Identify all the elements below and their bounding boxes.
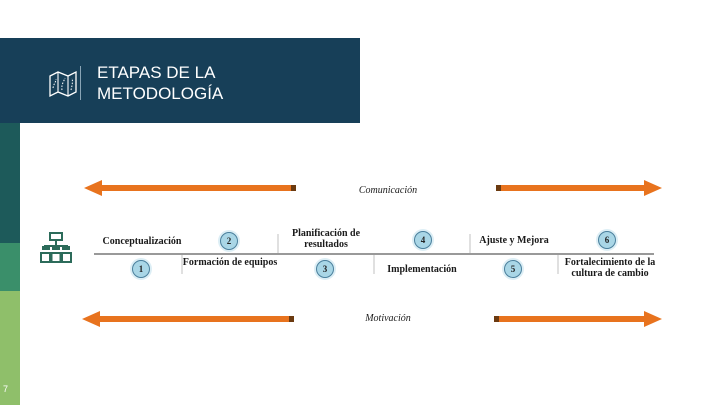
stage-label-implementacion: Implementación	[387, 264, 457, 275]
slide-title: ETAPAS DE LA METODOLOGÍA	[97, 62, 223, 104]
stage-label-ajuste: Ajuste y Mejora	[479, 235, 549, 246]
stage-circle-1: 1	[132, 260, 150, 278]
methodology-diagram: Comunicación Motivación Conceptualizació…	[78, 178, 668, 328]
stage-label-conceptualizacion: Conceptualización	[102, 236, 182, 247]
bottom-right-arrow-cap	[494, 316, 499, 322]
slide-title-line1: ETAPAS DE LA	[97, 63, 216, 82]
top-right-arrow-cap	[496, 185, 501, 191]
page-number: 7	[3, 384, 9, 394]
diagram-lines	[82, 180, 662, 327]
bottom-right-arrow	[494, 311, 662, 327]
slide-title-line2: METODOLOGÍA	[97, 84, 224, 103]
side-strip-lightgreen	[0, 291, 20, 405]
stage-circle-3: 3	[316, 260, 334, 278]
bottom-left-arrow	[82, 311, 294, 327]
side-strip-green	[0, 243, 20, 291]
stage-circle-6: 6	[598, 231, 616, 249]
top-left-arrow-cap	[291, 185, 296, 191]
band-label-communication: Comunicación	[358, 185, 418, 196]
title-banner: ETAPAS DE LA METODOLOGÍA	[20, 38, 360, 123]
side-strip-teal	[0, 123, 20, 243]
top-right-arrow	[496, 180, 662, 196]
side-strip-navy	[0, 38, 20, 123]
header-divider	[80, 66, 81, 100]
top-left-arrow	[84, 180, 296, 196]
stage-label-formacion: Formación de equipos	[182, 257, 278, 268]
band-label-motivation: Motivación	[365, 313, 411, 324]
org-chart-icon	[40, 232, 72, 263]
stage-circle-2: 2	[220, 232, 238, 250]
bottom-left-arrow-cap	[289, 316, 294, 322]
stage-label-planificacion: Planificación de resultados	[291, 228, 361, 250]
side-strip-white	[0, 0, 20, 38]
stage-label-fortalecimiento: Fortalecimiento de la cultura de cambio	[564, 257, 656, 279]
stage-circle-5: 5	[504, 260, 522, 278]
map-icon	[49, 70, 77, 98]
stage-circle-4: 4	[414, 231, 432, 249]
